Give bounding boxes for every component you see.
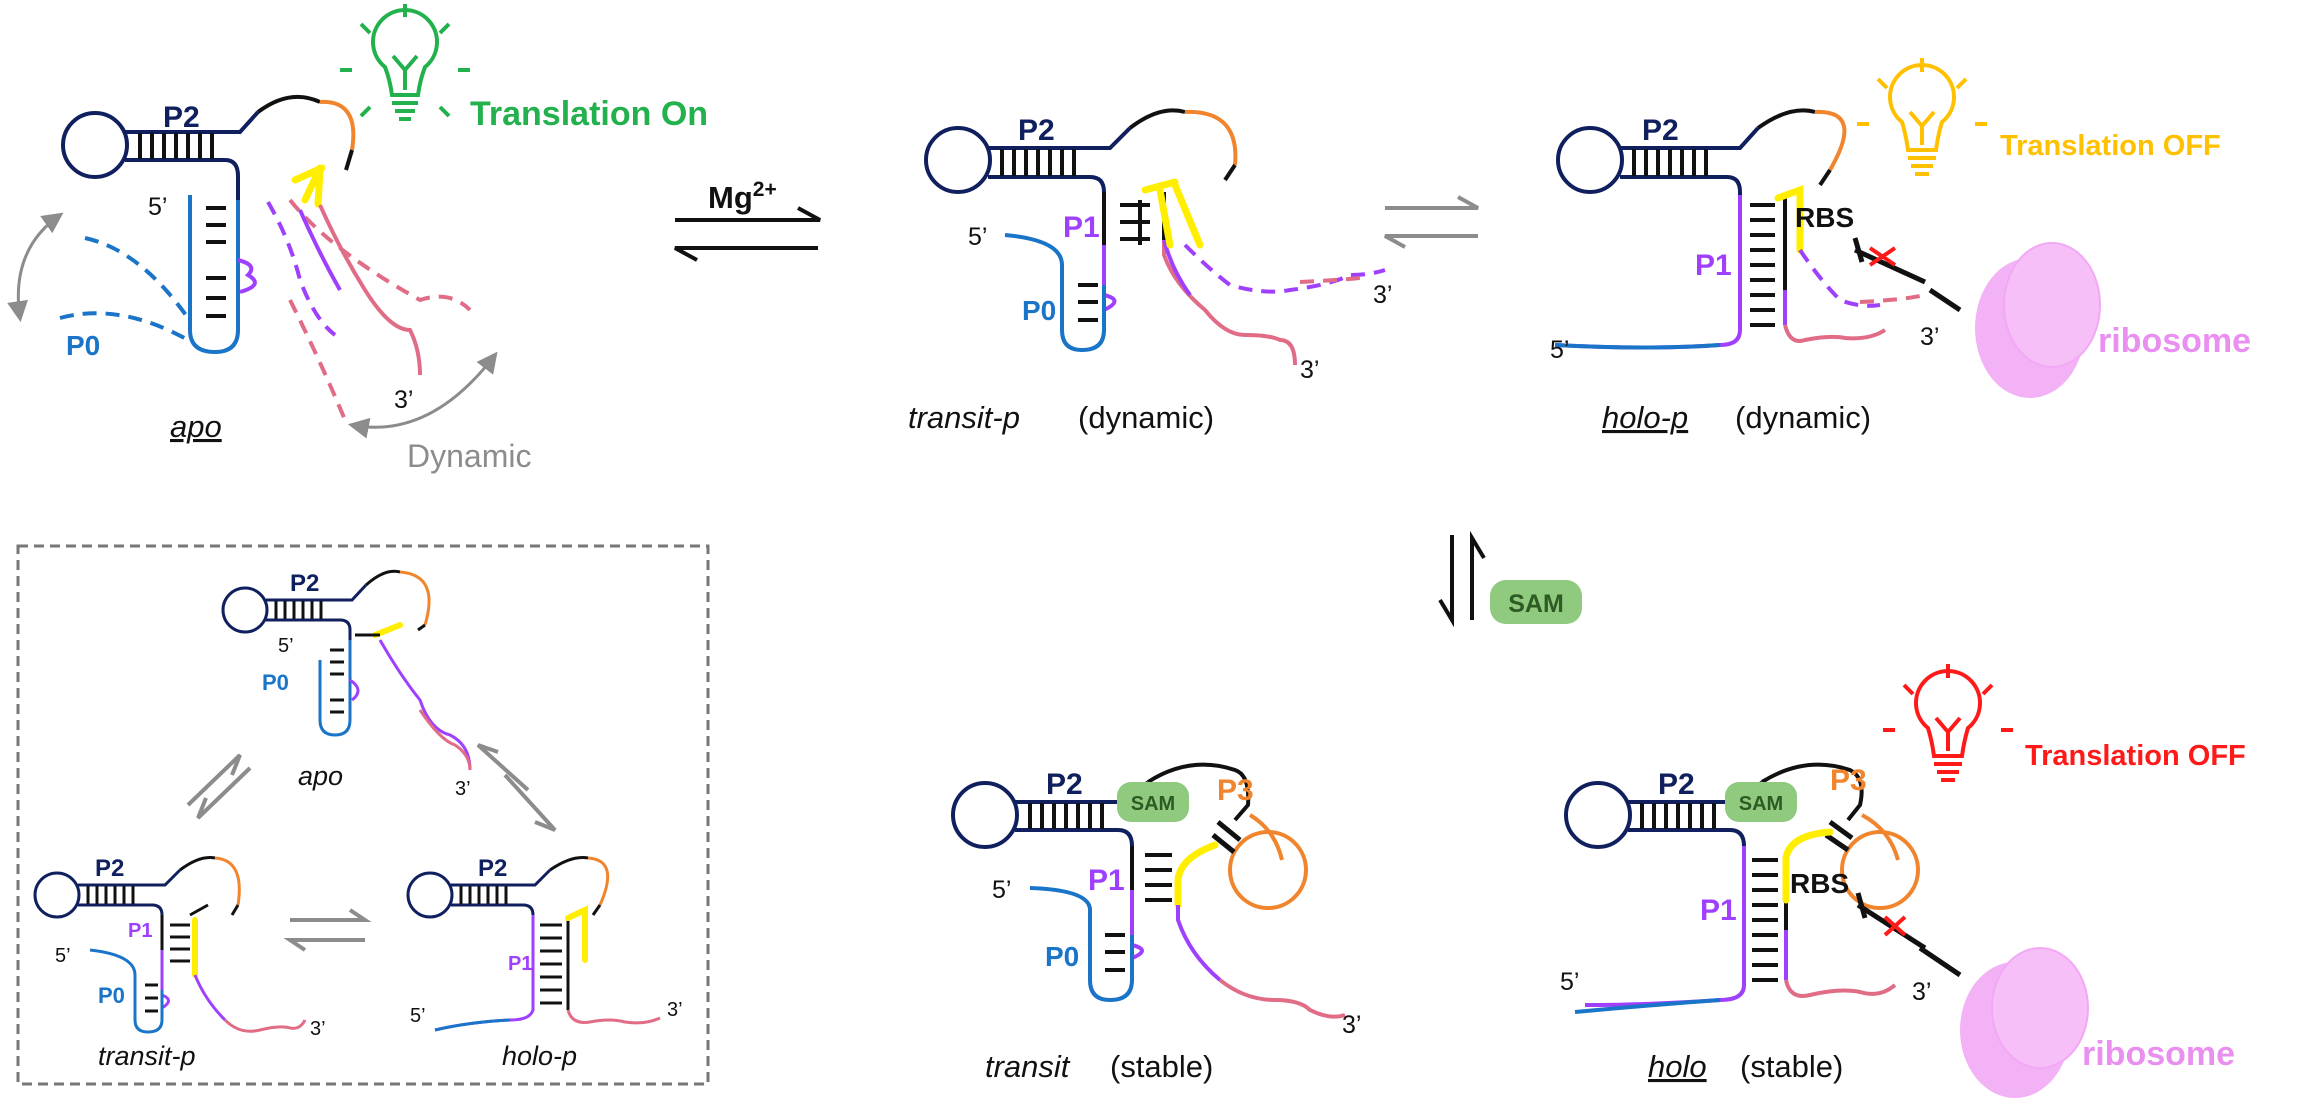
transit-state-note: (stable) [1110, 1049, 1213, 1084]
translation-on-label: Translation On [470, 95, 708, 133]
transit-sam-label: SAM [1131, 793, 1175, 815]
holo-p-p1-label: P1 [1695, 249, 1732, 282]
transit-p-three-prime-a: 3’ [1373, 281, 1392, 309]
inset-holo-p-three-prime: 3’ [667, 999, 683, 1021]
apo-p0-label: P0 [66, 330, 100, 361]
transit-p2-label: P2 [1046, 768, 1083, 801]
transit-p-p1-label: P1 [1063, 211, 1100, 244]
transit-p0-label: P0 [1045, 941, 1079, 972]
transit-p-p0-label: P0 [1022, 295, 1056, 326]
inset-holo-p-p2-label: P2 [478, 855, 507, 882]
ribosome-bottom [1960, 947, 2089, 1098]
inset-apo-five-prime: 5’ [278, 635, 294, 657]
transit-p1-label: P1 [1088, 864, 1125, 897]
holo-p2-label: P2 [1658, 768, 1695, 801]
inset-transit-p-state-label: transit-p [98, 1041, 196, 1071]
holo-p-state-label: holo-p [1602, 400, 1688, 435]
dynamic-label: Dynamic [407, 438, 531, 474]
holo-state-label: holo [1648, 1049, 1707, 1084]
inset-transit-p-three-prime: 3’ [310, 1018, 326, 1040]
holo-p3-label: P3 [1830, 764, 1867, 797]
ribosome-label-top: ribosome [2098, 322, 2251, 360]
holo-p-five-prime: 5’ [1550, 336, 1569, 364]
holo-three-prime: 3’ [1912, 978, 1931, 1006]
transit-state-label: transit [985, 1049, 1071, 1084]
holo-sam-badge [1725, 782, 1797, 822]
holo-p-structure [1554, 108, 1962, 350]
holo-p-p2-label: P2 [1642, 114, 1679, 147]
holo-five-prime: 5’ [1560, 968, 1579, 996]
inset-arrows [186, 743, 557, 952]
lightbulb-icon [340, 4, 470, 121]
inset-transit-p-p0-label: P0 [98, 983, 125, 1008]
inset-apo-three-prime: 3’ [455, 778, 471, 800]
ribosome-label-bottom: ribosome [2082, 1035, 2235, 1073]
inset-transit-p-p1-label: P1 [128, 920, 152, 942]
inset-apo-p0-label: P0 [262, 670, 289, 695]
transit-five-prime: 5’ [992, 876, 1011, 904]
apo-three-prime: 3’ [394, 386, 413, 414]
apo-structure [7, 94, 498, 439]
apo-p2-label: P2 [163, 101, 200, 134]
inset-apo-structure [221, 569, 472, 771]
inset-apo-state-label: apo [298, 761, 343, 791]
inset-holo-p-structure [406, 856, 661, 1032]
inset-transit-p-p2-label: P2 [95, 855, 124, 882]
holo-p-rbs-label: RBS [1795, 202, 1854, 233]
transit-p-structure [924, 108, 1386, 366]
holo-p1-label: P1 [1700, 894, 1737, 927]
ribosome-top [1975, 242, 2101, 398]
transit-p-p2-label: P2 [1018, 114, 1055, 147]
mg-ion-label: Mg [708, 180, 753, 215]
inset-holo-p-state-label: holo-p [502, 1041, 577, 1071]
holo-rbs-label: RBS [1790, 868, 1849, 899]
mg-charge-label: 2+ [753, 178, 777, 201]
holo-p-three-prime: 3’ [1920, 323, 1939, 351]
holo-state-note: (stable) [1740, 1049, 1843, 1084]
inset-box [16, 544, 710, 1086]
translation-off-label-top: Translation OFF [2000, 130, 2221, 162]
transit-three-prime: 3’ [1342, 1011, 1361, 1039]
sam-transition-arrows [1438, 530, 1486, 628]
holo-p-state-note: (dynamic) [1735, 400, 1871, 435]
holo-structure [1564, 762, 1962, 1014]
equilibrium-arrows-top [1384, 195, 1479, 249]
inset-transit-p-structure [33, 856, 307, 1034]
transit-structure [951, 762, 1346, 1019]
apo-five-prime: 5’ [148, 193, 167, 221]
transit-sam-badge [1117, 782, 1189, 822]
transit-p-three-prime-b: 3’ [1300, 356, 1319, 384]
lightbulb-icon [1857, 58, 1987, 176]
mg-label: Mg2+ [708, 178, 777, 215]
apo-state-label: apo [170, 409, 222, 444]
mg-transition-arrows [674, 206, 821, 262]
transit-p3-label: P3 [1217, 774, 1254, 807]
lightbulb-icon [1883, 664, 2013, 782]
transit-p-state-note: (dynamic) [1078, 400, 1214, 435]
transit-p-five-prime: 5’ [968, 223, 987, 251]
sam-transition-label: SAM [1508, 590, 1564, 618]
holo-sam-label: SAM [1739, 793, 1783, 815]
inset-holo-p-five-prime: 5’ [410, 1005, 426, 1027]
sam-badge [1490, 580, 1582, 624]
inset-holo-p-p1-label: P1 [508, 953, 532, 975]
translation-off-label-bottom: Translation OFF [2025, 740, 2246, 772]
transit-p-state-label: transit-p [908, 400, 1020, 435]
inset-transit-p-five-prime: 5’ [55, 945, 71, 967]
inset-apo-p2-label: P2 [290, 570, 319, 597]
